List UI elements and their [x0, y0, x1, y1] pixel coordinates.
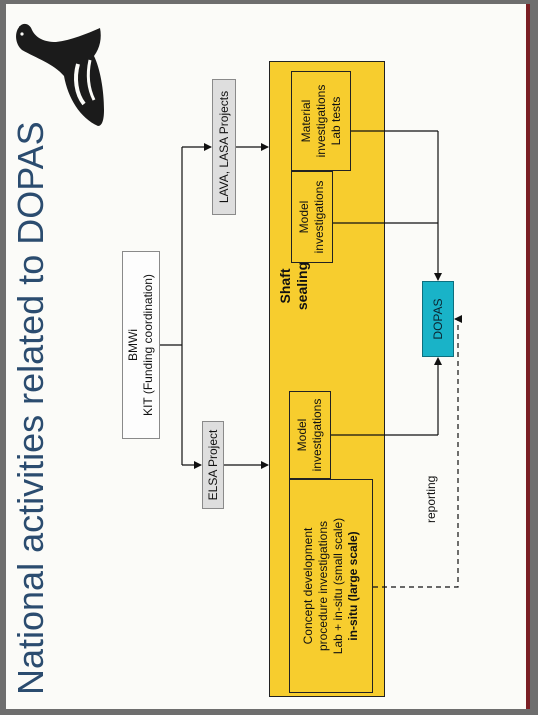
slide-content: National activities related to DOPAS 7 B… — [6, 4, 526, 709]
seal-logo — [16, 23, 104, 126]
connector-lines — [160, 130, 462, 588]
slide-edge — [526, 4, 530, 709]
seal-stripe — [74, 63, 86, 106]
seal-eye — [20, 32, 24, 36]
seal-stripe — [86, 59, 96, 101]
reporting-dashed-line — [373, 315, 462, 588]
slide: National activities related to DOPAS 7 B… — [6, 4, 526, 709]
